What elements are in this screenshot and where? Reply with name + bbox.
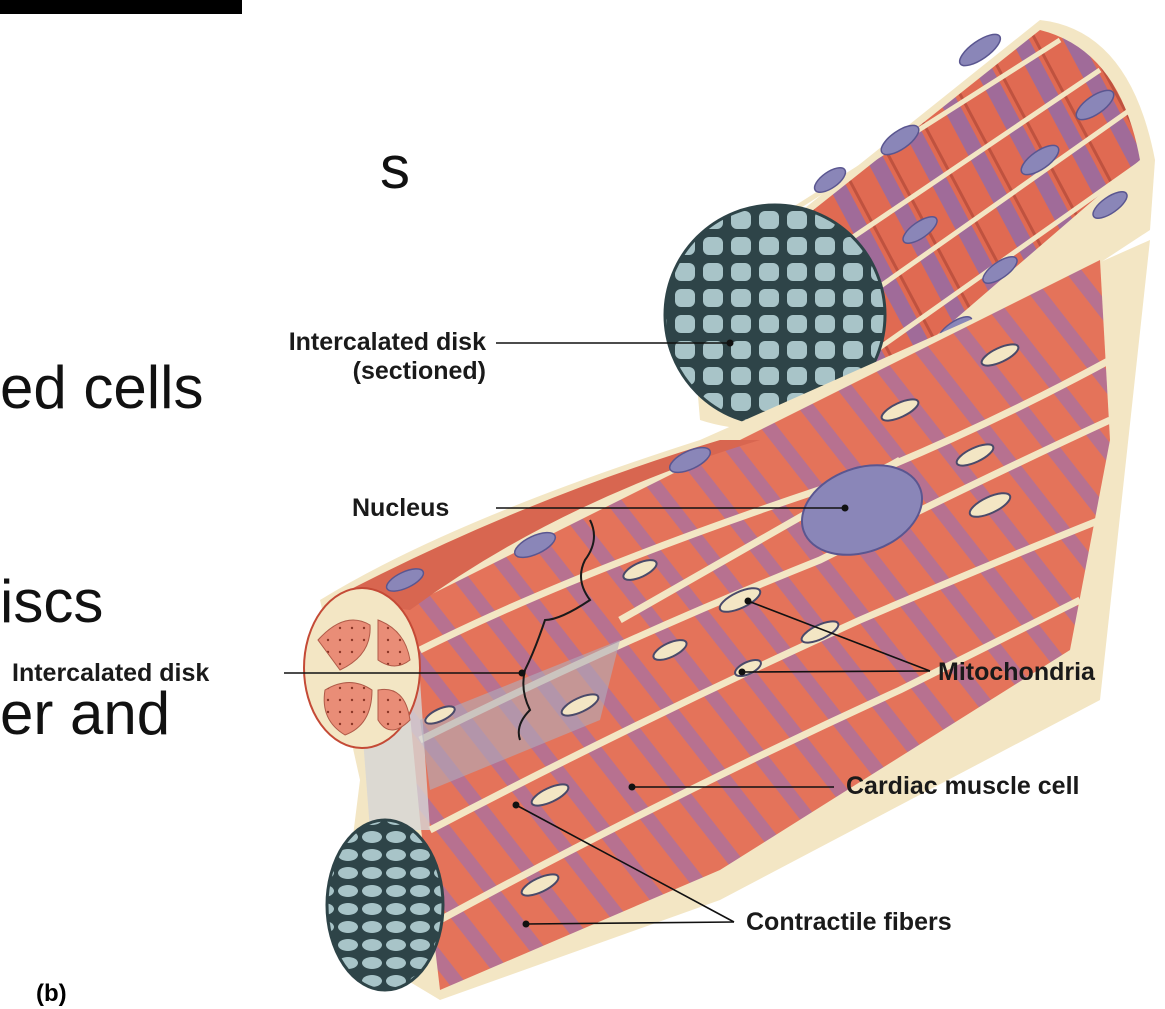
label-mitochondria: Mitochondria xyxy=(938,658,1095,687)
panel-label: (b) xyxy=(36,980,67,1008)
label-contractile-fibers: Contractile fibers xyxy=(746,908,952,937)
label-cardiac-muscle-cell: Cardiac muscle cell xyxy=(846,772,1079,801)
label-intercalated-disk: Intercalated disk xyxy=(12,659,209,688)
label-nucleus: Nucleus xyxy=(352,494,449,523)
label-intercalated-disk-sectioned-line2: (sectioned) xyxy=(210,357,486,386)
label-intercalated-disk-sectioned: Intercalated disk (sectioned) xyxy=(210,328,486,386)
label-intercalated-disk-sectioned-line1: Intercalated disk xyxy=(210,328,486,357)
